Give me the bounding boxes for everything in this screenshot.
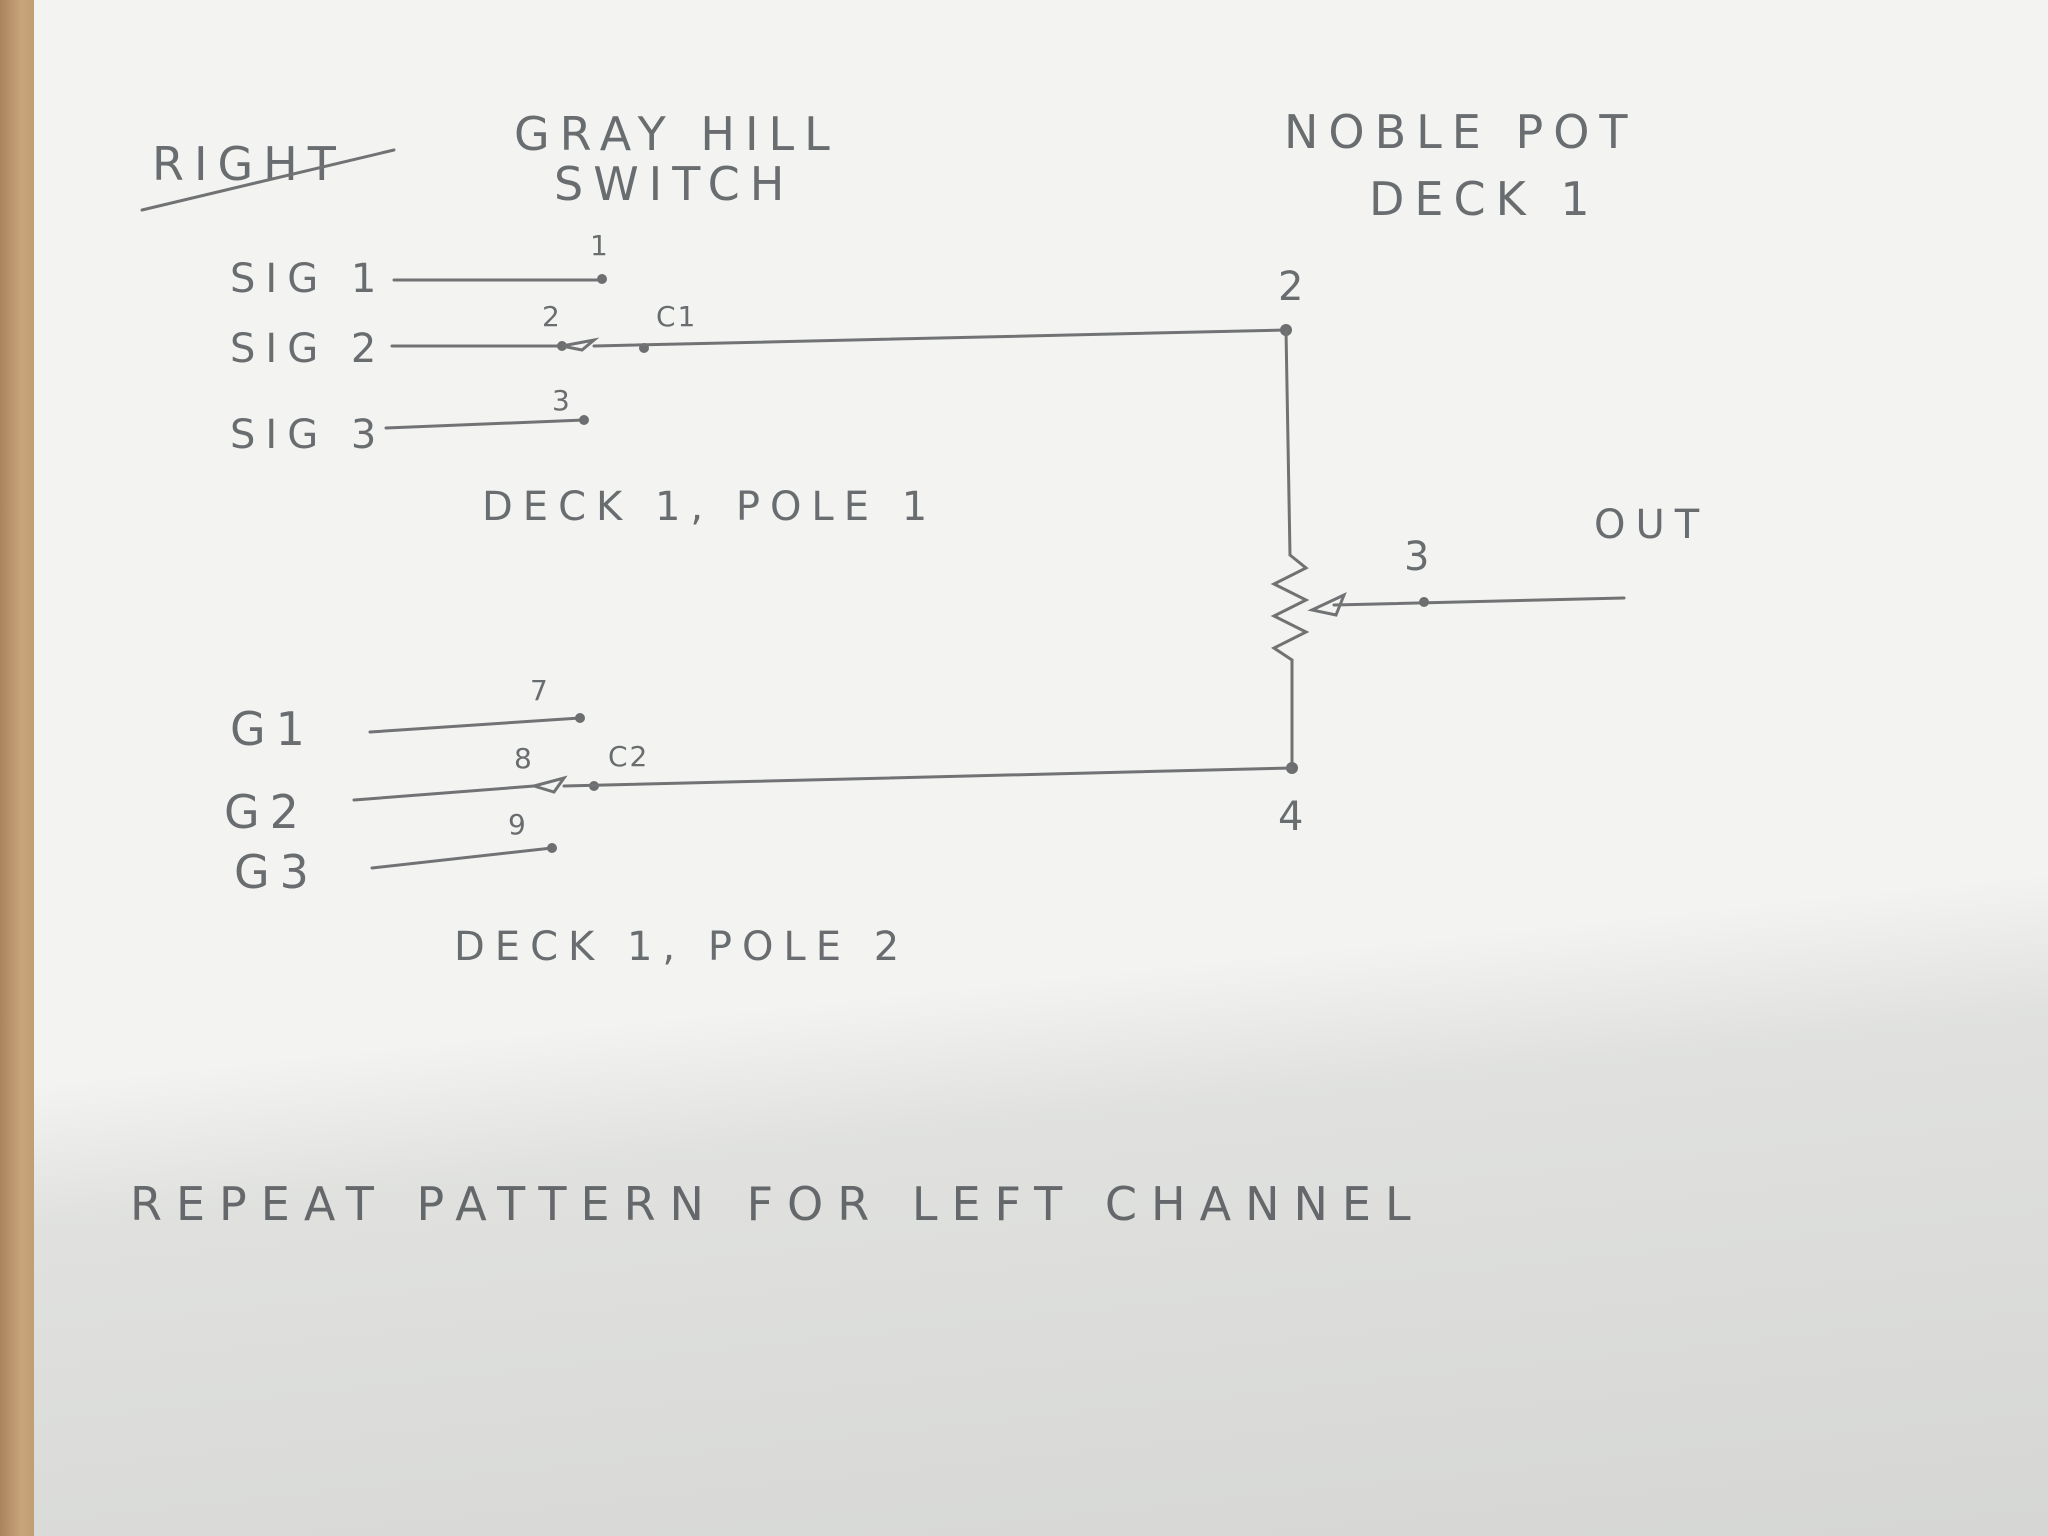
wire-c1-to-pot-pin2	[592, 328, 1288, 348]
wire-g3	[370, 846, 554, 870]
contact-8-label: 8	[514, 742, 534, 775]
title-underline	[140, 148, 396, 212]
output-label: OUT	[1594, 502, 1709, 548]
pole2-wiper-arrow	[528, 775, 568, 794]
input-g2-label: G2	[224, 785, 309, 839]
pole2-label: DECK 1, POLE 2	[454, 924, 909, 970]
contact-7-label: 7	[530, 674, 550, 707]
wire-g2	[352, 784, 536, 802]
contact-9-node	[547, 843, 557, 853]
pot-heading-line2: DECK 1	[1369, 172, 1600, 226]
pot-pin4-label: 4	[1278, 794, 1313, 840]
contact-9-label: 9	[508, 808, 528, 841]
pot-pin3-node	[1419, 597, 1429, 607]
contact-3-node	[579, 415, 589, 425]
schematic-drawing: RIGHT GRAY HILL SWITCH NOBLE POT DECK 1 …	[130, 105, 1709, 1231]
pot-pin3-label: 3	[1404, 534, 1439, 580]
contact-1-node	[597, 274, 607, 284]
input-g3-label: G3	[234, 845, 319, 899]
input-sig3-label: SIG 3	[230, 412, 386, 458]
common-c1-label: C1	[656, 300, 697, 333]
input-g1-label: G1	[230, 702, 315, 756]
switch-heading-line1: GRAY HILL	[514, 107, 840, 161]
input-sig2-label: SIG 2	[230, 326, 386, 372]
wire-c2-to-pot-pin4	[562, 766, 1294, 788]
wire-wiper-to-out	[1332, 596, 1626, 607]
wire-sig3	[384, 418, 586, 430]
switch-heading-line2: SWITCH	[554, 157, 794, 211]
pot-top-lead	[1284, 328, 1292, 557]
contact-7-node	[575, 713, 585, 723]
paper-sheet: RIGHT GRAY HILL SWITCH NOBLE POT DECK 1 …	[34, 0, 2048, 1536]
title-right: RIGHT	[152, 137, 346, 191]
pot-heading-line1: NOBLE POT	[1284, 105, 1638, 159]
common-c2-label: C2	[608, 740, 649, 773]
footer-note: REPEAT PATTERN FOR LEFT CHANNEL	[130, 1177, 1425, 1231]
pole1-label: DECK 1, POLE 1	[482, 484, 937, 530]
contact-1-label: 1	[590, 229, 610, 262]
pot-resistor-zigzag	[1270, 553, 1310, 662]
input-sig1-label: SIG 1	[230, 256, 386, 302]
pole1-wiper-arrow	[561, 337, 600, 352]
contact-3-label: 3	[552, 384, 572, 417]
pot-pin2-label: 2	[1278, 264, 1313, 310]
contact-2-label: 2	[542, 300, 562, 333]
wire-g1	[368, 716, 582, 734]
